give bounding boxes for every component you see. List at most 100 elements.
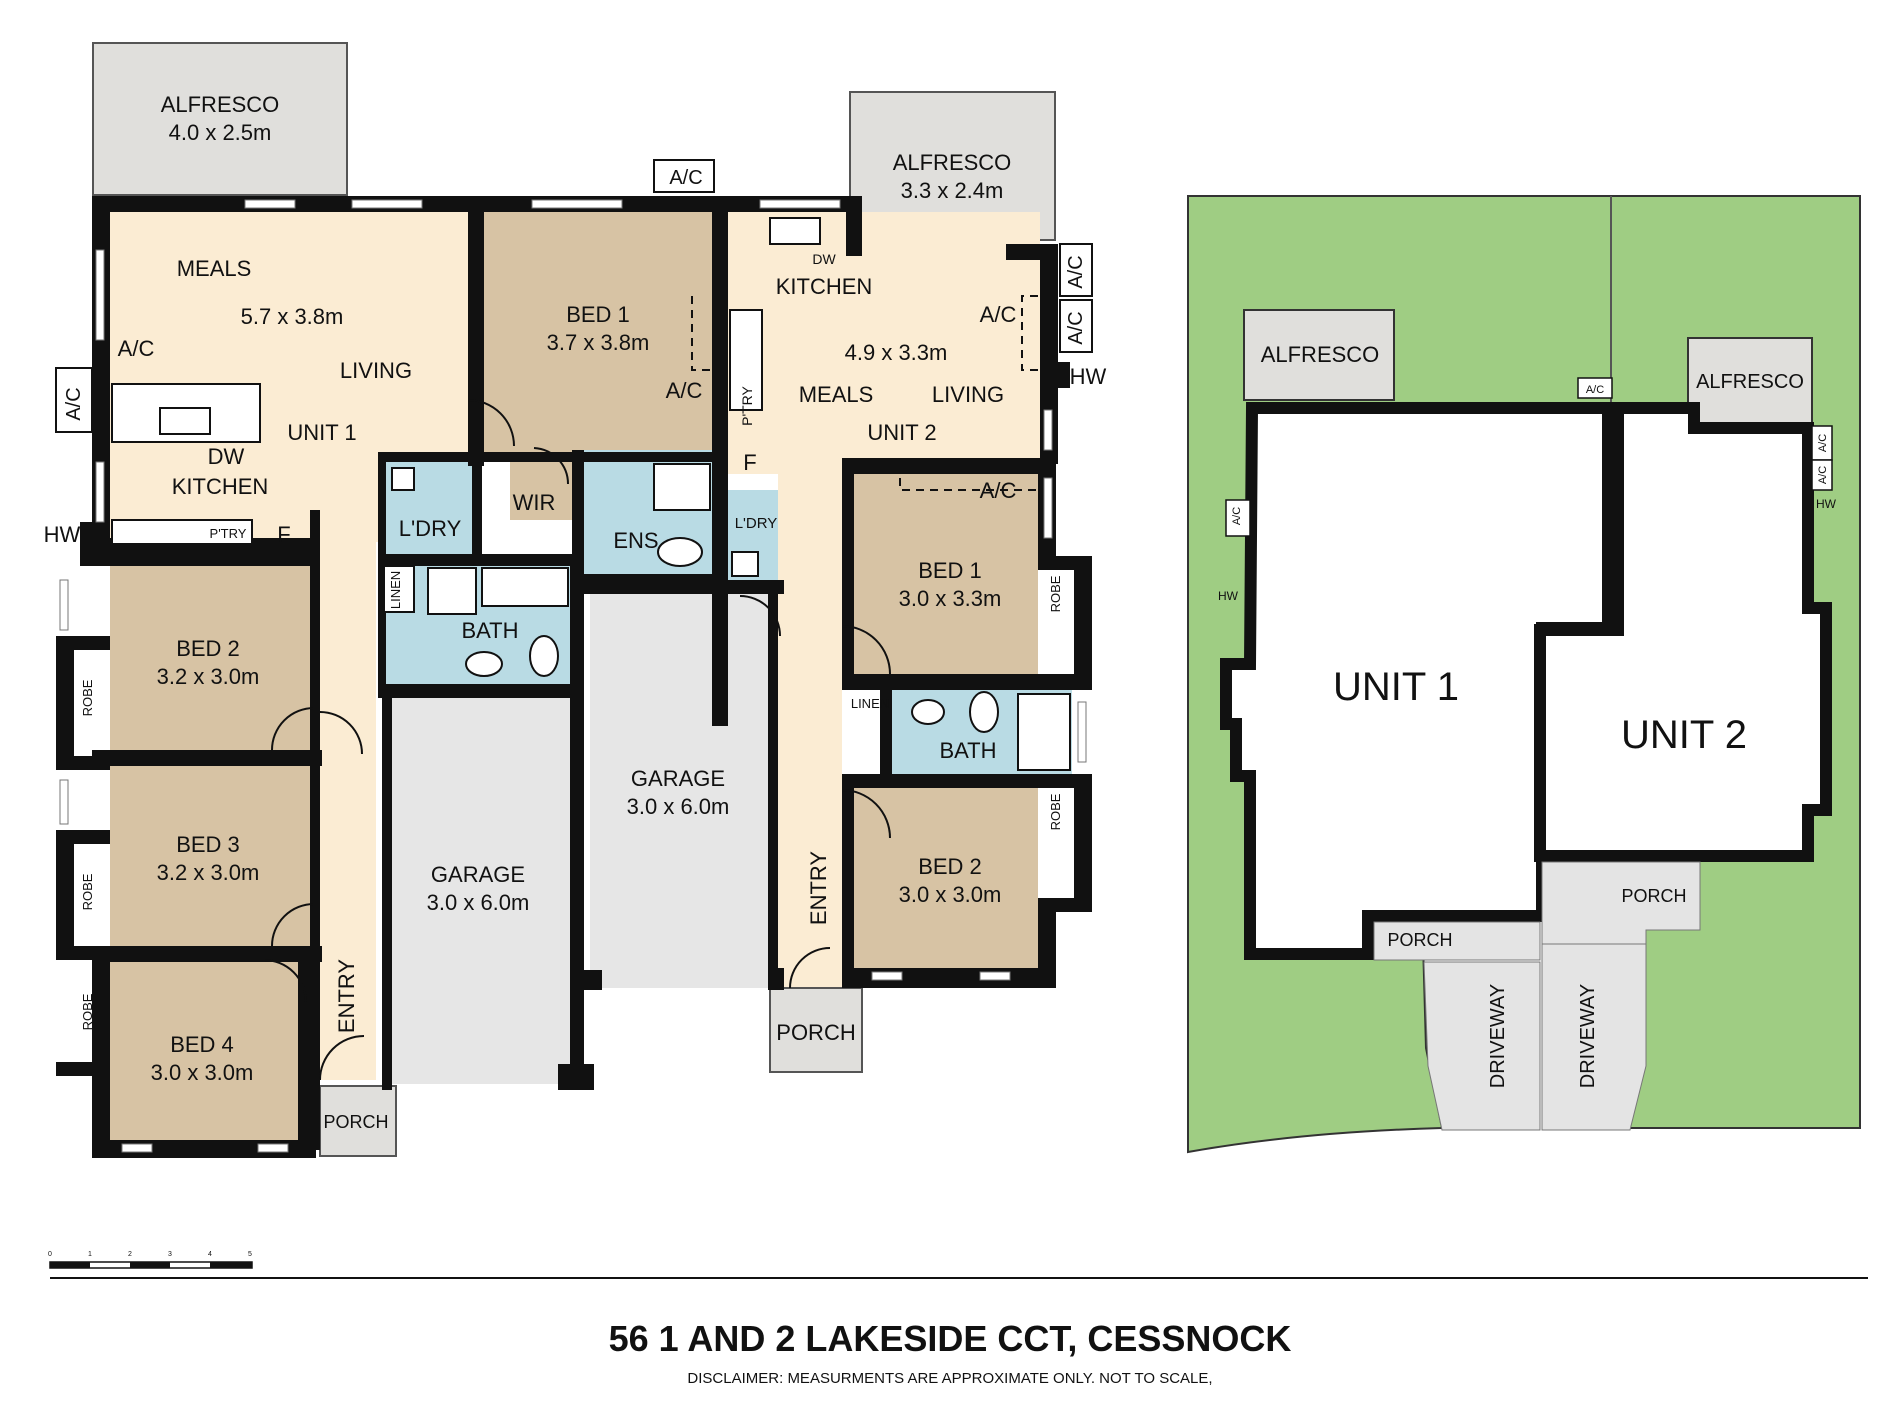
unit1-hallway (318, 530, 376, 1080)
unit2-bed2-name: BED 2 (918, 854, 982, 879)
unit2-fridge-label: F (743, 450, 756, 475)
scale-bar (49, 1261, 1868, 1279)
unit2-bed2-size: 3.0 x 3.0m (899, 882, 1002, 907)
unit1-garage-size: 3.0 x 6.0m (427, 890, 530, 915)
unit2-robe1-area (1038, 570, 1074, 674)
unit1-bed3-area (110, 766, 310, 946)
unit1-ensuite-label: ENS (613, 528, 658, 553)
unit1-dw-label: DW (208, 444, 245, 469)
unit2-hallway (778, 474, 842, 994)
unit1-living-label: LIVING (340, 358, 412, 383)
unit2-unit-label: UNIT 2 (867, 420, 936, 445)
unit1-bed2-name: BED 2 (176, 636, 240, 661)
unit1-bath-shower (427, 567, 477, 615)
unit2-kitchen-label: KITCHEN (776, 274, 873, 299)
unit1-alfresco-area (92, 42, 348, 196)
unit1-bed1-size: 3.7 x 3.8m (547, 330, 650, 355)
unit1-benchtop (111, 519, 253, 545)
scale-tick-3: 3 (168, 1251, 172, 1258)
unit2-dw-label: DW (812, 251, 836, 267)
unit2-bed1-size: 3.0 x 3.3m (899, 586, 1002, 611)
unit1-bath-tub (481, 567, 569, 607)
unit2-robe2-label: ROBE (1048, 793, 1063, 830)
unit1-bed2-size: 3.2 x 3.0m (157, 664, 260, 689)
window-marks (59, 199, 1087, 1153)
unit1-living-size: 5.7 x 3.8m (241, 304, 344, 329)
unit2-ac-box2-label: A/C (1065, 311, 1087, 344)
unit1-bed4-area (110, 962, 298, 1140)
unit1-garage-area (390, 696, 572, 1084)
unit2-alfresco-size: 3.3 x 2.4m (901, 178, 1004, 203)
site-ac-box-left (1225, 499, 1251, 537)
unit1-robe3-area (74, 842, 110, 942)
site-alfresco1-label: ALFRESCO (1261, 342, 1380, 367)
page-title: 56 1 AND 2 LAKESIDE CCT, CESSNOCK (608, 1318, 1292, 1359)
site-porch1-area (1373, 921, 1541, 961)
unit1-bed2-area (110, 566, 310, 750)
scale-tick-1: 1 (88, 1251, 92, 1258)
unit1-ac-box-top-label: A/C (669, 167, 702, 189)
scale-tick-2: 2 (128, 1251, 132, 1258)
labels: ALFRESCO 4.0 x 2.5m MEALS 5.7 x 3.8m A/C… (44, 92, 1837, 1132)
unit1-wir-label: WIR (513, 490, 556, 515)
site-unit2-label: UNIT 2 (1621, 713, 1747, 757)
unit2-living-area (728, 212, 1040, 474)
site-ac-box-top (1577, 377, 1613, 399)
unit1-alfresco-name: ALFRESCO (161, 92, 280, 117)
site-porch2-label: PORCH (1621, 886, 1686, 906)
unit1-entry-label: ENTRY (334, 959, 359, 1033)
site-unit2-footprint (1534, 402, 1832, 862)
unit2-entry-label: ENTRY (806, 851, 831, 925)
unit1-bath-toilet (529, 635, 559, 677)
site-hw-label-left: HW (1218, 589, 1239, 603)
disclaimer-text: DISCLAIMER: MEASURMENTS ARE APPROXIMATE … (687, 1370, 1213, 1387)
unit1-hall-closet (482, 462, 510, 554)
site-ac-left-label: A/C (1231, 507, 1243, 525)
unit1-wir-area (510, 462, 572, 520)
unit1-ac-label: A/C (118, 336, 155, 361)
site-alfresco2-label: ALFRESCO (1696, 371, 1804, 393)
unit1-kitchen-sink (159, 407, 211, 435)
unit1-fridge-label: F (277, 522, 290, 547)
unit1-plan (56, 42, 784, 1158)
unit2-ac-box1-label: A/C (1065, 255, 1087, 288)
unit2-ac-label: A/C (980, 302, 1017, 327)
unit2-robe2-area (1038, 788, 1074, 888)
unit2-laundry-label: L'DRY (735, 515, 778, 532)
site-driveway2 (1541, 943, 1647, 1131)
unit2-porch-area (769, 987, 863, 1073)
unit2-linen-label: LINEN (851, 696, 889, 711)
scale-tick-0: 0 (48, 1251, 52, 1258)
unit1-bath-vanity (465, 651, 503, 677)
unit2-bed2-area (852, 788, 1038, 968)
unit2-bed1-name: BED 1 (918, 558, 982, 583)
unit2-cooktop (729, 309, 763, 411)
site-hw-label: HW (1816, 497, 1837, 511)
site-driveway2-label: DRIVEWAY (1577, 984, 1599, 1088)
unit1-pantry-label: P'TRY (210, 526, 247, 541)
unit1-linen-label: LINEN (388, 571, 403, 609)
scale-tick-4: 4 (208, 1251, 212, 1258)
scale-tick-5: 5 (248, 1251, 252, 1258)
site-porch1-label: PORCH (1387, 930, 1452, 950)
unit1-bed1-area (478, 212, 712, 452)
unit1-ac-box-label: A/C (63, 387, 85, 420)
unit1-unit-label: UNIT 1 (287, 420, 356, 445)
dashed-lines (691, 295, 1040, 491)
unit1-porch-label: PORCH (323, 1112, 388, 1132)
unit1-hw-mark (80, 522, 92, 562)
unit2-porch-label: PORCH (776, 1020, 855, 1045)
site-ac-right2-label: A/C (1817, 466, 1829, 484)
unit2-bath-shower (1017, 693, 1071, 771)
scale-tick-labels: 0 1 2 3 4 5 (48, 1251, 252, 1258)
unit1-garage-name: GARAGE (431, 862, 525, 887)
unit1-kitchen-label: KITCHEN (172, 474, 269, 499)
unit1-laundry-label: L'DRY (399, 516, 462, 541)
unit2-living-label: LIVING (932, 382, 1004, 407)
unit1-alfresco-size: 4.0 x 2.5m (169, 120, 272, 145)
fixtures (111, 217, 1071, 771)
unit2-kitchen-sink (769, 217, 821, 245)
unit2-robe1-label: ROBE (1048, 575, 1063, 612)
site-driveway1-label: DRIVEWAY (1487, 984, 1509, 1088)
